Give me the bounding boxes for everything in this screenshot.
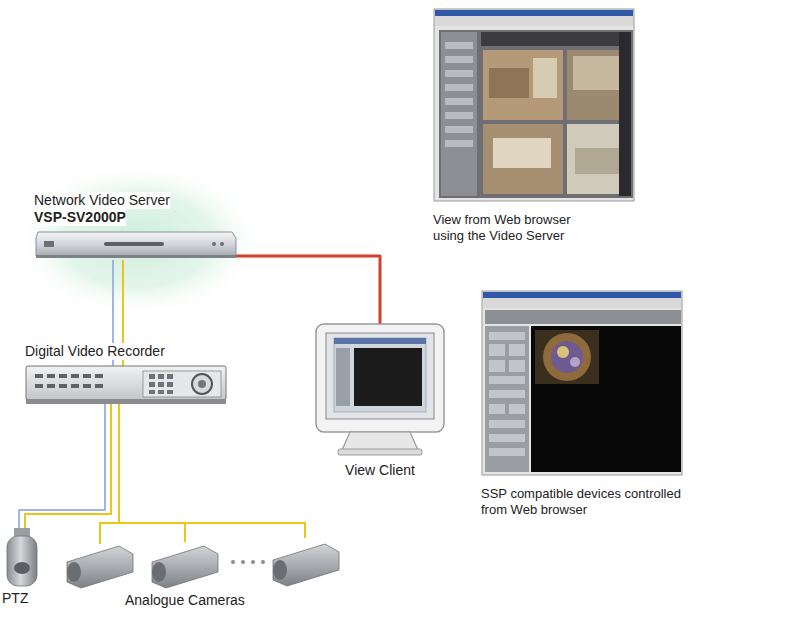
- browser-screenshot: [481, 290, 686, 482]
- screenshot-node: SSP compatible devices controlled from W…: [481, 290, 716, 518]
- node-label: Network Video Server: [34, 192, 170, 209]
- cable-line: [19, 404, 105, 528]
- illustration-box: [433, 8, 643, 208]
- illustration-box: [55, 522, 345, 592]
- cable-connector: [113, 260, 123, 343]
- node-label: Analogue Cameras: [125, 592, 245, 609]
- cable-line: [112, 260, 114, 343]
- cable-connector: [235, 256, 380, 324]
- camera-group-node: Analogue Cameras: [55, 522, 345, 609]
- analogue-camera-group: [55, 522, 345, 592]
- cable-line: [118, 404, 120, 523]
- illustration-box: [34, 226, 239, 262]
- illustration-box: [25, 360, 230, 406]
- cable-line: [122, 260, 124, 343]
- illustration-box: [310, 322, 450, 462]
- cable-line: [25, 404, 111, 528]
- node-label: View Client: [345, 462, 415, 479]
- node-label: View from Web browser using the Video Se…: [433, 212, 598, 244]
- node-label: VSP-SV2000P: [34, 209, 126, 226]
- ptz-camera: [2, 528, 42, 590]
- recorder-node: Digital Video Recorder: [25, 343, 230, 406]
- cable-line: [235, 256, 380, 324]
- node-label: SSP compatible devices controlled from W…: [481, 486, 709, 518]
- video-server-device: [34, 226, 239, 262]
- server-node: Network Video ServerVSP-SV2000P: [34, 192, 239, 262]
- screenshot-node: View from Web browser using the Video Se…: [433, 8, 643, 244]
- cable-connector: [19, 404, 111, 528]
- cable-connector: [119, 404, 120, 523]
- illustration-box: [2, 528, 42, 590]
- glow: [13, 162, 263, 318]
- node-label: Digital Video Recorder: [25, 343, 165, 360]
- node-label: PTZ: [2, 590, 28, 607]
- client-monitor: [310, 322, 450, 462]
- dvr-device: [25, 360, 230, 406]
- illustration-box: [481, 290, 716, 482]
- client-node: View Client: [310, 322, 450, 479]
- browser-screenshot: [433, 8, 638, 208]
- ptz-node: PTZ: [2, 528, 42, 607]
